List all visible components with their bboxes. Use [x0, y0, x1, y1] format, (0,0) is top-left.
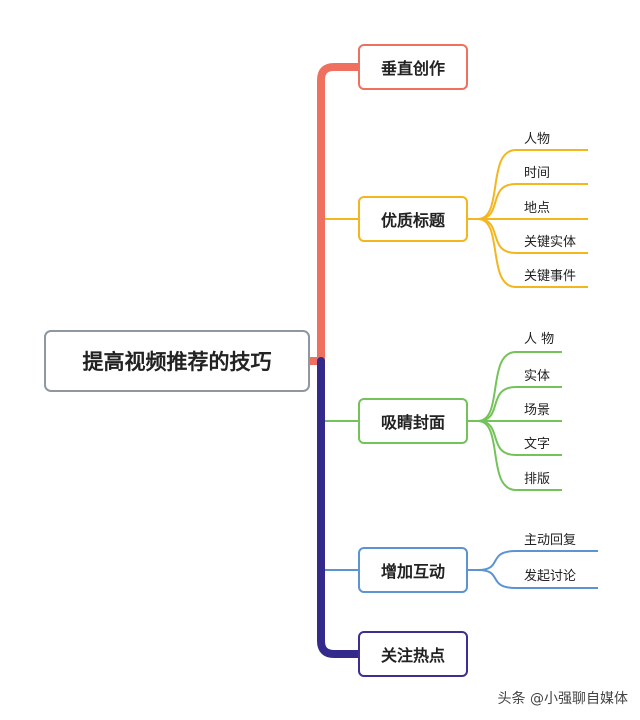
leaf-interaction-discussion[interactable]: 发起讨论: [524, 569, 577, 584]
leaf-cover-layout[interactable]: 排版: [524, 472, 551, 487]
root-topic[interactable]: 提高视频推荐的技巧: [44, 330, 310, 392]
leaf-interaction-reply[interactable]: 主动回复: [524, 533, 577, 548]
leaf-connector: [468, 569, 598, 589]
leaf-title-person[interactable]: 人物: [524, 132, 551, 147]
branch-increase-interaction[interactable]: 增加互动: [358, 547, 468, 593]
leaf-title-key-event[interactable]: 关键事件: [524, 269, 577, 284]
leaf-title-place[interactable]: 地点: [524, 201, 551, 216]
leaf-connector: [468, 420, 562, 491]
leaf-cover-scene[interactable]: 场景: [524, 403, 551, 418]
branch-vertical-creation[interactable]: 垂直创作: [358, 44, 468, 90]
watermark: 头条 @小强聊自媒体: [497, 691, 628, 707]
leaf-title-time[interactable]: 时间: [524, 166, 551, 181]
trunk-connector-upper: [306, 63, 362, 365]
branch-eye-catching-cover[interactable]: 吸睛封面: [358, 398, 468, 444]
leaf-title-key-entity[interactable]: 关键实体: [524, 235, 577, 250]
leaf-connector: [468, 218, 588, 288]
branch-follow-hot-topics[interactable]: 关注热点: [358, 631, 468, 677]
leaf-cover-person[interactable]: 人 物: [524, 332, 555, 347]
leaf-cover-text[interactable]: 文字: [524, 437, 551, 452]
leaf-cover-entity[interactable]: 实体: [524, 369, 551, 384]
trunk-connector-lower: [317, 357, 362, 658]
branch-quality-title[interactable]: 优质标题: [358, 196, 468, 242]
